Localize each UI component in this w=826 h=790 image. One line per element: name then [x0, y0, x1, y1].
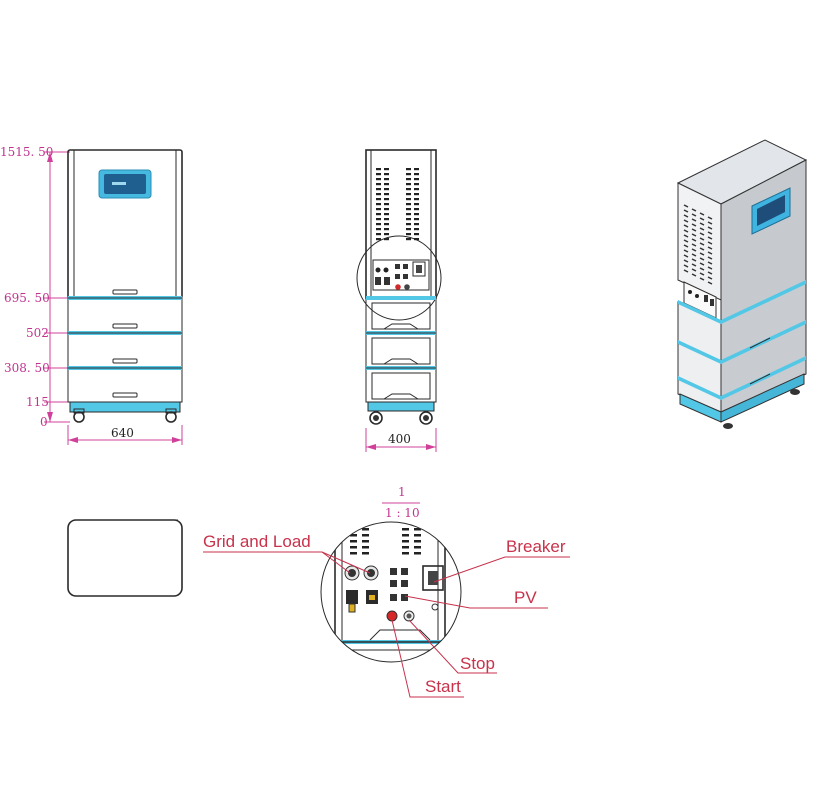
rear-view: 400: [356, 149, 442, 452]
callout-pv: PV: [514, 588, 537, 607]
height-label-502: 502: [26, 326, 49, 340]
detail-scale-top: 1: [398, 485, 406, 499]
top-view: [67, 519, 183, 597]
height-label-308: 308. 50: [4, 361, 50, 375]
detail-scale-ratio: 1 : 10: [385, 506, 420, 520]
front-view: 1515. 50 695. 50 502 308. 50 115 0: [0, 145, 183, 445]
callout-stop: Stop: [460, 654, 495, 673]
height-label-115: 115: [26, 395, 49, 409]
side-width-label: 400: [388, 432, 411, 446]
height-label-top: 1515. 50: [0, 145, 53, 159]
callout-start: Start: [425, 677, 461, 696]
height-label-zero: 0: [40, 415, 48, 429]
isometric-view: [676, 139, 808, 429]
callout-grid-and-load: Grid and Load: [203, 532, 311, 551]
rear-vent-grille: [376, 168, 419, 241]
front-width-label: 640: [111, 426, 134, 440]
detail-view: 1 1 : 10: [203, 485, 570, 698]
callout-breaker: Breaker: [506, 537, 566, 556]
iso-vent-grille: [683, 204, 713, 285]
height-label-695: 695. 50: [4, 291, 50, 305]
